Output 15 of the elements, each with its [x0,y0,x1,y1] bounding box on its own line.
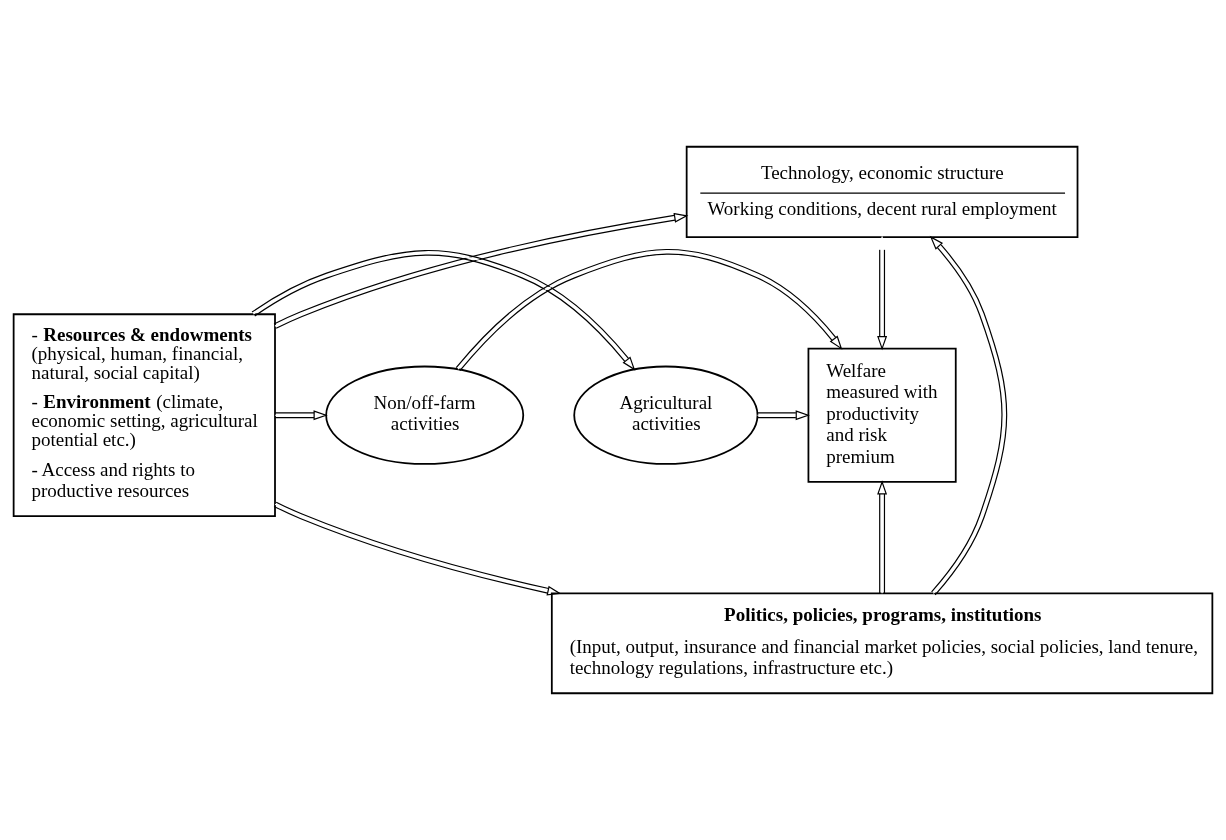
arrow [273,212,689,329]
arrow [877,235,888,351]
arrow [274,410,328,421]
arrow [929,235,1008,596]
arrow [756,410,810,421]
node-box: Politics, policies, programs, institutions (Input, output, insurance and financial market policies, social policies, land tenure, technology regulations, infrastructure etc.) [550,592,1214,695]
arrow [455,248,843,372]
arrow [877,480,888,594]
node-box: Technology, economic structure Working conditions, decent rural employment [685,145,1079,238]
node-ellipse: Non/off-farm activities [325,365,525,465]
node-box: Welfare measured with productivity and risk premium [807,347,957,483]
node-ellipse: Agricultural activities [573,365,759,465]
node-box: - Resources & endowments (physical, human, financial, natural, social capital) - Environment (climate, economic setting, agricultural potential etc.) - Access and rights to productive resources [12,313,276,518]
arrow [251,249,636,371]
arrow [273,501,562,596]
